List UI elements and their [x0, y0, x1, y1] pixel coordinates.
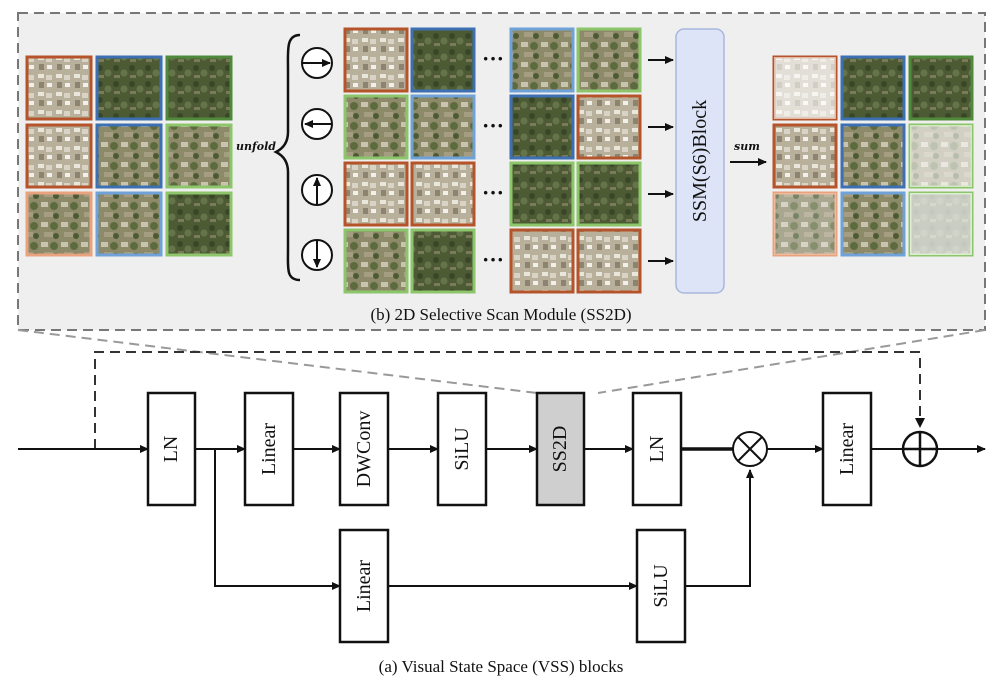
box-label: Linear	[353, 560, 375, 613]
box-label: Linear	[836, 423, 858, 476]
sum-label: sum	[734, 140, 760, 153]
patch	[165, 191, 233, 257]
vss-block-silu: SiLU	[436, 391, 488, 507]
vss-branch-linear: Linear	[338, 528, 390, 644]
multiply-circle-icon	[732, 431, 768, 467]
patch	[509, 161, 575, 227]
box-label: DWConv	[353, 411, 375, 488]
vss-block-linear: Linear	[243, 391, 295, 507]
patch	[343, 228, 409, 294]
patch	[410, 228, 476, 294]
patch	[25, 55, 93, 121]
scan-direction-icon	[301, 174, 333, 206]
ellipsis: ···	[482, 180, 504, 205]
zoom-line	[17, 329, 538, 394]
zoom-line	[597, 329, 986, 394]
patch	[410, 161, 476, 227]
box-label: SS2D	[549, 426, 571, 473]
ss2d-module-caption: (b) 2D Selective Scan Module (SS2D)	[370, 305, 631, 324]
unfold-label: unfold	[236, 140, 276, 153]
residual-connection	[94, 351, 921, 449]
patch	[25, 123, 93, 189]
patch	[772, 191, 838, 257]
scan-sequences: ··· ··· ··· ···	[343, 27, 642, 294]
vss-block-caption: (a) Visual State Space (VSS) blocks	[379, 657, 624, 676]
ellipsis: ···	[482, 46, 504, 71]
patch	[410, 27, 476, 93]
patch	[165, 123, 233, 189]
patch	[95, 123, 163, 189]
patch	[908, 55, 974, 121]
patch	[509, 27, 575, 93]
patch	[576, 27, 642, 93]
patch	[509, 94, 575, 160]
vss-block-linear-out: Linear	[821, 391, 873, 507]
vss-block-ss2d: SS2D	[535, 391, 586, 507]
patch	[509, 228, 575, 294]
curly-brace	[273, 33, 301, 282]
patch	[576, 94, 642, 160]
ellipsis: ···	[482, 247, 504, 272]
box-label: LN	[160, 436, 182, 463]
branch-line	[685, 469, 754, 587]
patch	[410, 94, 476, 160]
scan-direction-icon	[301, 239, 333, 271]
box-label: LN	[646, 436, 668, 463]
patch	[95, 55, 163, 121]
scan-direction-icon	[301, 108, 333, 140]
branch-line	[214, 449, 341, 590]
patch	[165, 55, 233, 121]
vss-block-dwconv: DWConv	[338, 391, 390, 507]
patch	[772, 123, 838, 189]
ssm-s6-block: SSM(S6)Block	[675, 28, 725, 294]
patch	[840, 123, 906, 189]
ellipsis: ···	[482, 113, 504, 138]
patch	[343, 94, 409, 160]
vss-branch-silu: SiLU	[635, 528, 687, 644]
patch	[576, 161, 642, 227]
ssm-block-label: SSM(S6)Block	[689, 100, 711, 222]
scan-direction-icon	[301, 47, 333, 79]
output-patch-grid	[772, 55, 974, 257]
box-label: Linear	[258, 423, 280, 476]
input-patch-grid	[25, 55, 233, 257]
patch	[25, 191, 93, 257]
patch	[840, 55, 906, 121]
patch	[840, 191, 906, 257]
patch	[343, 161, 409, 227]
patch	[576, 228, 642, 294]
vss-block-ln: LN	[146, 391, 197, 507]
vss-block-ln-2: LN	[631, 391, 683, 507]
box-label: SiLU	[451, 427, 473, 471]
add-circle-icon	[901, 430, 939, 468]
patch	[95, 191, 163, 257]
box-label: SiLU	[650, 564, 672, 608]
patch	[343, 27, 409, 93]
